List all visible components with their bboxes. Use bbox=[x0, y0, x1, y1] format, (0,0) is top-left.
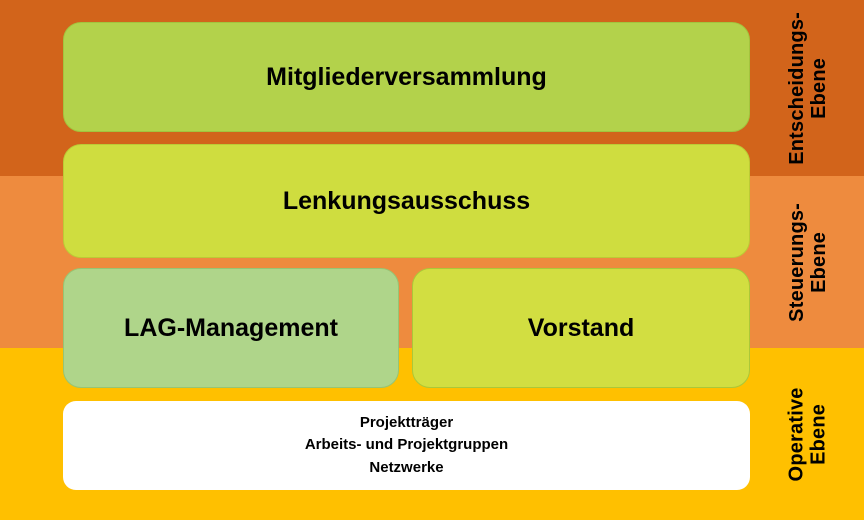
decision-level-label: Entscheidungs- Ebene bbox=[752, 0, 864, 176]
box-lenkungsausschuss: Lenkungsausschuss bbox=[63, 144, 750, 258]
box-vorstand: Vorstand bbox=[412, 268, 750, 388]
operative-line-projekttraeger: Projektträger bbox=[359, 413, 454, 431]
operative-level-label: Operative Ebene bbox=[752, 348, 864, 520]
box-mitgliederversammlung: Mitgliederversammlung bbox=[63, 22, 750, 132]
steering-level-label: Steuerungs- Ebene bbox=[752, 176, 864, 348]
box-operative-actors: Projektträger Arbeits- und Projektgruppe… bbox=[63, 401, 750, 490]
steering-level-label-line1: Steuerungs- bbox=[785, 202, 808, 322]
operative-line-netzwerke: Netzwerke bbox=[369, 458, 444, 476]
decision-level-label-line1: Entscheidungs- bbox=[785, 11, 808, 165]
operative-level-label-line1: Operative bbox=[785, 386, 808, 482]
decision-level-label-line2: Ebene bbox=[808, 57, 830, 119]
operative-line-arbeitsgruppen: Arbeits- und Projektgruppen bbox=[304, 436, 509, 454]
box-lag-management: LAG-Management bbox=[63, 268, 399, 388]
operative-level-label-line2: Ebene bbox=[808, 403, 830, 465]
steering-level-label-line2: Ebene bbox=[808, 231, 831, 293]
